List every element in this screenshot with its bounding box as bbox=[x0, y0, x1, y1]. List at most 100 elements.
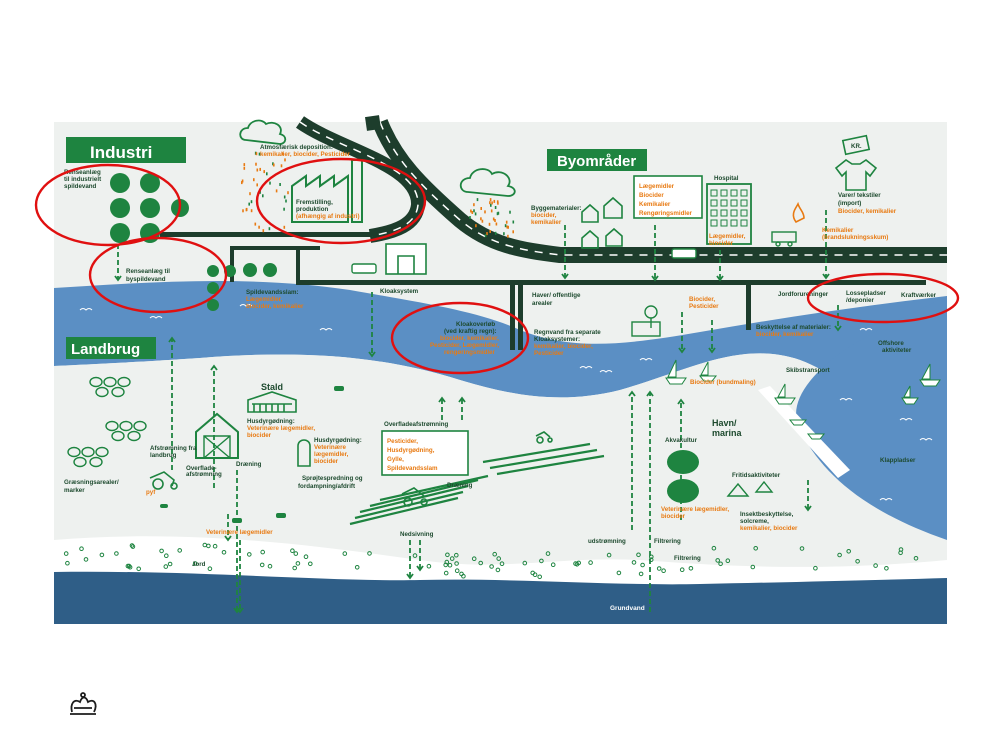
soil-pore bbox=[267, 563, 273, 569]
label-overfladeafstroemning: Overfladeafstrømning bbox=[384, 421, 449, 428]
hospital-window bbox=[740, 199, 748, 207]
label-kr: KR. bbox=[851, 143, 862, 150]
box-city-chemicals: Lægemidler Biocider Kemikalier Rengøring… bbox=[633, 175, 703, 219]
label-hospital-substances-2: biocider bbox=[709, 240, 734, 247]
hay-bale bbox=[95, 386, 109, 398]
label-skibstransport: Skibstransport bbox=[786, 367, 830, 374]
soil-pore bbox=[715, 558, 721, 563]
hay-bale bbox=[105, 420, 119, 432]
label-havn-1: Havn/ bbox=[712, 418, 737, 428]
soil-pore bbox=[846, 549, 852, 554]
soil-pore bbox=[495, 567, 501, 573]
label-offshore-2: aktiviteter bbox=[882, 347, 912, 354]
soil-pore bbox=[636, 552, 641, 558]
box-city-line-4: Rengøringsmidler bbox=[639, 210, 693, 217]
flow-arrow-head bbox=[677, 398, 685, 405]
soil-pore bbox=[725, 558, 731, 564]
soil-pore bbox=[247, 552, 252, 557]
soil-pore bbox=[426, 563, 432, 569]
soil-pore bbox=[873, 563, 878, 568]
flow-arrow-head bbox=[716, 275, 724, 282]
soil-pore bbox=[342, 551, 348, 556]
hay-bale bbox=[127, 430, 141, 442]
wave bbox=[599, 370, 613, 373]
label-husdyrgoedning-2-substances-3: biocider bbox=[314, 458, 339, 465]
label-fremstilling-2: produktion bbox=[296, 206, 329, 213]
hospital-window bbox=[720, 199, 728, 207]
hay-bale bbox=[103, 376, 117, 388]
soil-pore bbox=[164, 553, 169, 559]
soil-pore bbox=[837, 552, 842, 558]
soil-pore bbox=[177, 548, 182, 553]
hospital-window bbox=[710, 209, 718, 217]
soil-pore bbox=[159, 548, 164, 554]
rain-drops bbox=[241, 151, 515, 238]
label-pyf: pyf bbox=[146, 489, 156, 496]
label-kloakoverloeb-substances-1: biocider, kemikalier, bbox=[440, 335, 499, 342]
label-filtrering-2: Filtrering bbox=[674, 555, 701, 562]
highlight-rings bbox=[34, 157, 960, 375]
label-husdyrgoedning-1-substances-2: biocider bbox=[247, 432, 272, 439]
soil-pore bbox=[656, 566, 662, 571]
label-haver-1: Haver/ offentlige bbox=[532, 292, 581, 299]
label-insekt-2: solcreme, bbox=[740, 518, 769, 525]
label-filtrering-1: Filtrering bbox=[654, 538, 681, 545]
label-brand-1: Kemikalier bbox=[822, 227, 854, 234]
labels-kloak: Kloakoverløb (ved kraftig regn): biocide… bbox=[430, 321, 499, 356]
label-spildevandsslam-substances-2: biocider, kemikalier bbox=[246, 303, 304, 310]
hay-bale bbox=[67, 446, 81, 458]
hay-bale bbox=[89, 376, 103, 388]
label-biocider-pesticider-1: Biocider, bbox=[689, 296, 715, 303]
soil-pore bbox=[445, 552, 450, 558]
soil-pore bbox=[367, 551, 372, 556]
soil-pore bbox=[688, 566, 694, 571]
label-spildevandsslam: Spildevandsslam: bbox=[246, 289, 299, 296]
hay-bale bbox=[73, 456, 87, 468]
label-kloaksystem: Kloaksystem bbox=[380, 288, 419, 295]
wave bbox=[149, 316, 163, 319]
flow-arrow-head bbox=[168, 336, 176, 343]
soil-pore bbox=[130, 544, 136, 549]
soil-pore bbox=[292, 565, 298, 571]
soil-pore bbox=[163, 564, 169, 569]
flow-arrow-head bbox=[651, 275, 659, 282]
label-graesning-2: marker bbox=[64, 487, 85, 494]
label-beskyttelse: Beskyttelse af materialer: bbox=[756, 324, 831, 331]
flow-arrow-head bbox=[561, 273, 569, 280]
soil-pore bbox=[537, 574, 543, 580]
label-grundvand: Grundvand bbox=[610, 605, 645, 612]
ring-lossepladser bbox=[806, 272, 960, 324]
label-akvakultur: Akvakultur bbox=[665, 437, 698, 444]
soil-pore bbox=[221, 550, 227, 555]
hay-bale bbox=[119, 420, 133, 432]
label-husdyrgoedning-2-substances-1: Veterinære bbox=[314, 444, 347, 451]
hospital-window bbox=[730, 209, 738, 217]
label-byggematerialer-substances-2: kemikalier bbox=[531, 219, 562, 226]
flow-arrow-head bbox=[804, 505, 812, 512]
label-stald: Stald bbox=[261, 382, 283, 392]
soil-pore bbox=[167, 561, 173, 567]
soil-pore bbox=[532, 572, 538, 578]
flow-arrow-head bbox=[708, 347, 716, 354]
soil-pore bbox=[125, 563, 131, 569]
soil-pore bbox=[638, 571, 644, 577]
harbour-pier bbox=[758, 386, 850, 478]
soil-pore bbox=[290, 548, 295, 554]
label-husdyrgoedning-2-substances-2: lægemidler, bbox=[314, 451, 349, 458]
soil-pore bbox=[522, 560, 528, 566]
hay-bale bbox=[133, 420, 147, 432]
label-biocider-pesticider-2: Pesticider bbox=[689, 303, 719, 310]
soil-pore bbox=[478, 560, 484, 566]
label-hospital-substances-1: Lægemidler, bbox=[709, 233, 746, 240]
label-brand-2: (brandslukningsskum) bbox=[822, 234, 888, 241]
wave bbox=[879, 498, 893, 501]
box-city-line-3: Kemikalier bbox=[639, 201, 671, 208]
soil-pore bbox=[499, 561, 505, 567]
label-sproejt-1: Sprøjtespredning og bbox=[302, 475, 363, 482]
soil-pore bbox=[661, 568, 666, 574]
soil-pore bbox=[303, 554, 309, 560]
road-network bbox=[160, 115, 947, 350]
soil-pore bbox=[718, 561, 723, 567]
soil-pore bbox=[496, 556, 502, 561]
flow-arrows bbox=[114, 210, 842, 614]
